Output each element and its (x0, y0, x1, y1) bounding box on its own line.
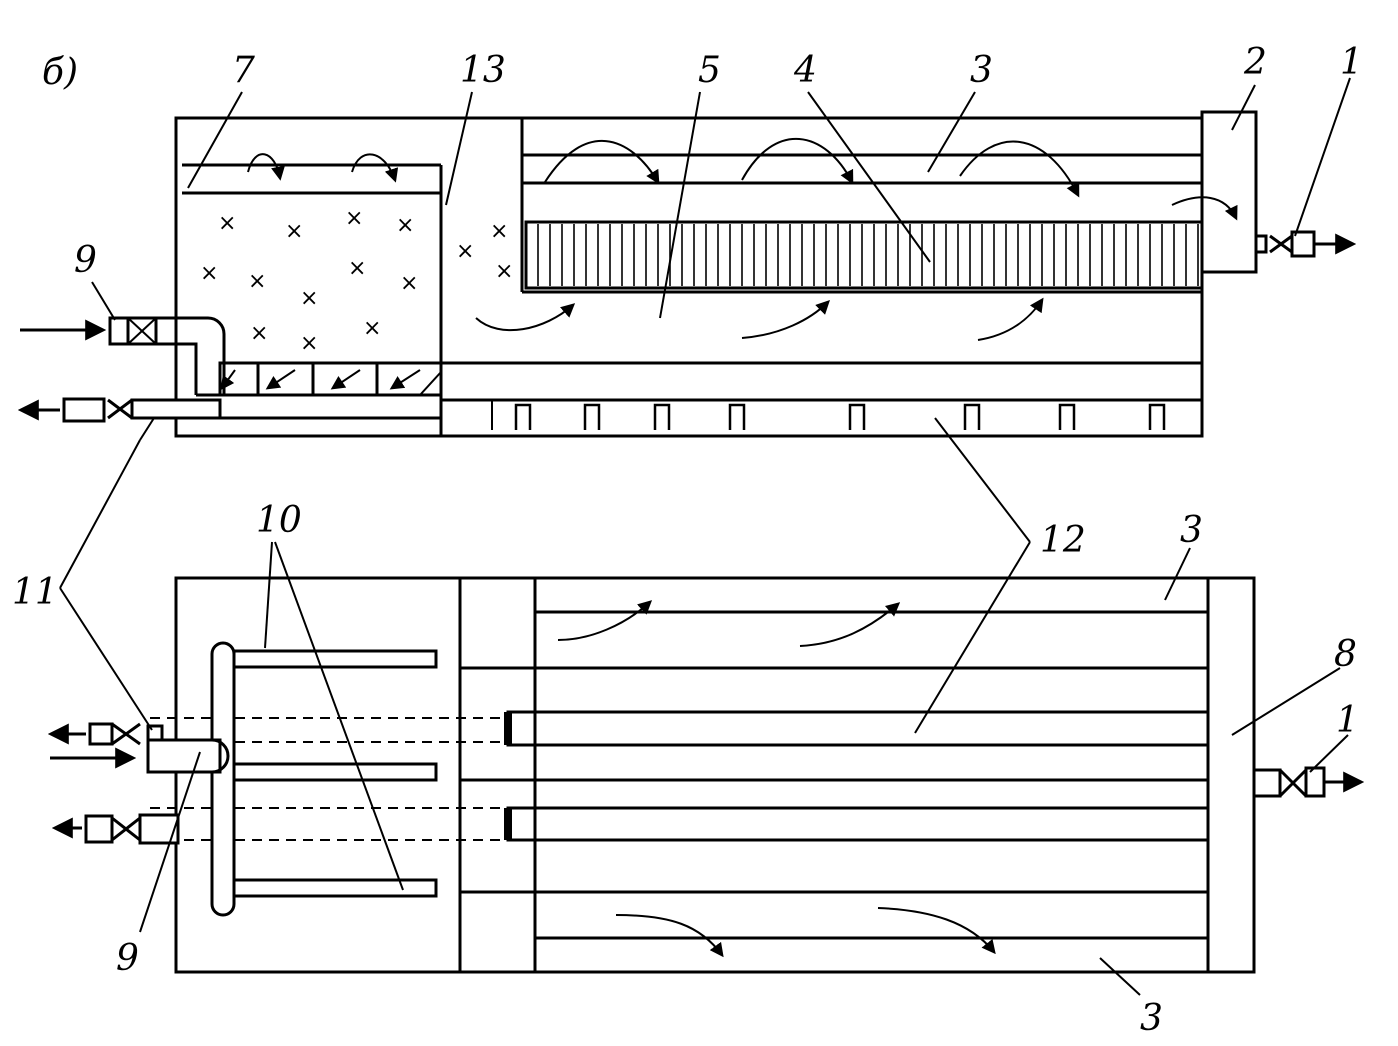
label-5: 5 (698, 50, 721, 91)
tube-block (524, 220, 1204, 290)
label-9-top: 9 (74, 240, 97, 281)
slot (728, 403, 746, 430)
inlet-pipe-top (140, 316, 226, 395)
label-3-top: 3 (970, 50, 993, 91)
outlet-chamber (1200, 110, 1258, 274)
svg-text:×: × (300, 331, 318, 356)
svg-text:×: × (218, 211, 236, 236)
label-12: 12 (1040, 520, 1086, 561)
label-2: 2 (1243, 42, 1267, 83)
slot (1148, 403, 1166, 430)
label-9-bottom: 9 (116, 938, 139, 979)
svg-text:×: × (248, 269, 266, 294)
svg-text:×: × (300, 286, 318, 311)
label-10: 10 (256, 500, 302, 541)
svg-text:×: × (345, 206, 363, 231)
svg-text:×: × (495, 259, 513, 284)
label-1-bottom: 1 (1336, 700, 1359, 741)
svg-text:×: × (396, 213, 414, 238)
svg-text:×: × (400, 271, 418, 296)
svg-text:×: × (348, 256, 366, 281)
distribution-slots (491, 400, 1166, 430)
slot (514, 403, 532, 430)
label-11: 11 (12, 572, 58, 613)
svg-text:×: × (456, 239, 474, 264)
particles: × × × × × × × × × × × × × × × (200, 206, 513, 356)
top-view: × × × × × × × × × × × × × × × б) 7 13 5 … (17, 42, 1363, 438)
label-7-top: 7 (232, 50, 255, 91)
label-13: 13 (460, 50, 506, 91)
svg-text:×: × (200, 261, 218, 286)
label-8: 8 (1334, 634, 1357, 675)
bottom-view: 10 11 12 3 8 1 9 3 (12, 417, 1365, 1039)
slot (963, 403, 981, 430)
slot (1058, 403, 1076, 430)
distributor-header (210, 641, 236, 917)
label-1-top: 1 (1340, 42, 1363, 83)
label-3-bottom-lower: 3 (1140, 998, 1163, 1039)
svg-text:×: × (250, 321, 268, 346)
slot (653, 403, 671, 430)
slot (583, 403, 601, 430)
svg-text:×: × (285, 219, 303, 244)
label-3-bottom-upper: 3 (1180, 510, 1203, 551)
slot (848, 403, 866, 430)
svg-text:×: × (363, 316, 381, 341)
tube-block-partitions (537, 224, 1199, 286)
figure-label: б) (42, 52, 78, 93)
label-4: 4 (793, 50, 817, 91)
svg-text:×: × (490, 219, 508, 244)
